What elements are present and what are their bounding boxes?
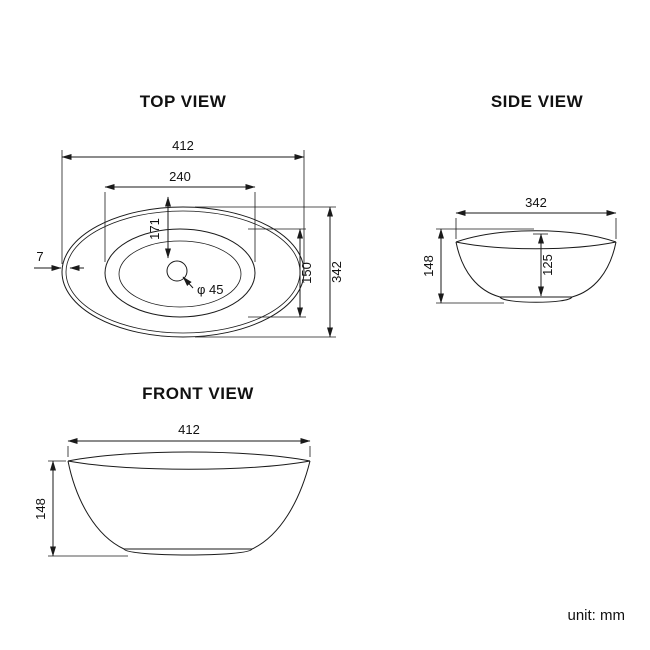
dim-label-top-412: 412 (172, 138, 194, 153)
dim-label-top-171: 171 (147, 218, 162, 240)
front-body-outline (67, 460, 311, 550)
side-body-outline (455, 241, 617, 298)
side-view: SIDE VIEW 342 148 125 (421, 92, 617, 304)
top-view: TOP VIEW 412 240 171 150 (34, 92, 344, 338)
front-rim-lower-curve (67, 460, 311, 470)
dim-label-front-148: 148 (33, 498, 48, 520)
dim-label-front-412: 412 (178, 422, 200, 437)
top-drain-circle (166, 260, 188, 282)
dim-label-top-342: 342 (329, 261, 344, 283)
side-foot-outline (499, 296, 573, 303)
dim-label-side-342: 342 (525, 195, 547, 210)
side-rim-upper-curve (455, 230, 617, 243)
unit-note: unit: mm (567, 607, 625, 624)
top-opening-ellipse (104, 228, 256, 318)
side-view-title: SIDE VIEW (491, 92, 584, 111)
top-outer-ellipse (61, 206, 305, 338)
dim-label-top-7: 7 (36, 249, 43, 264)
drain-leader-line (182, 276, 194, 289)
dim-label-top-240: 240 (169, 169, 191, 184)
dim-label-side-148: 148 (421, 255, 436, 277)
top-floor-ellipse (118, 240, 242, 308)
front-foot-outline (123, 548, 253, 556)
front-view: FRONT VIEW 412 148 (33, 384, 311, 557)
front-view-title: FRONT VIEW (142, 384, 254, 403)
dim-label-top-drain: φ 45 (197, 282, 224, 297)
front-rim-upper-curve (67, 451, 311, 462)
top-view-title: TOP VIEW (140, 92, 227, 111)
dim-label-top-150: 150 (299, 262, 314, 284)
side-rim-lower-curve (455, 241, 617, 250)
dim-label-side-125: 125 (540, 254, 555, 276)
